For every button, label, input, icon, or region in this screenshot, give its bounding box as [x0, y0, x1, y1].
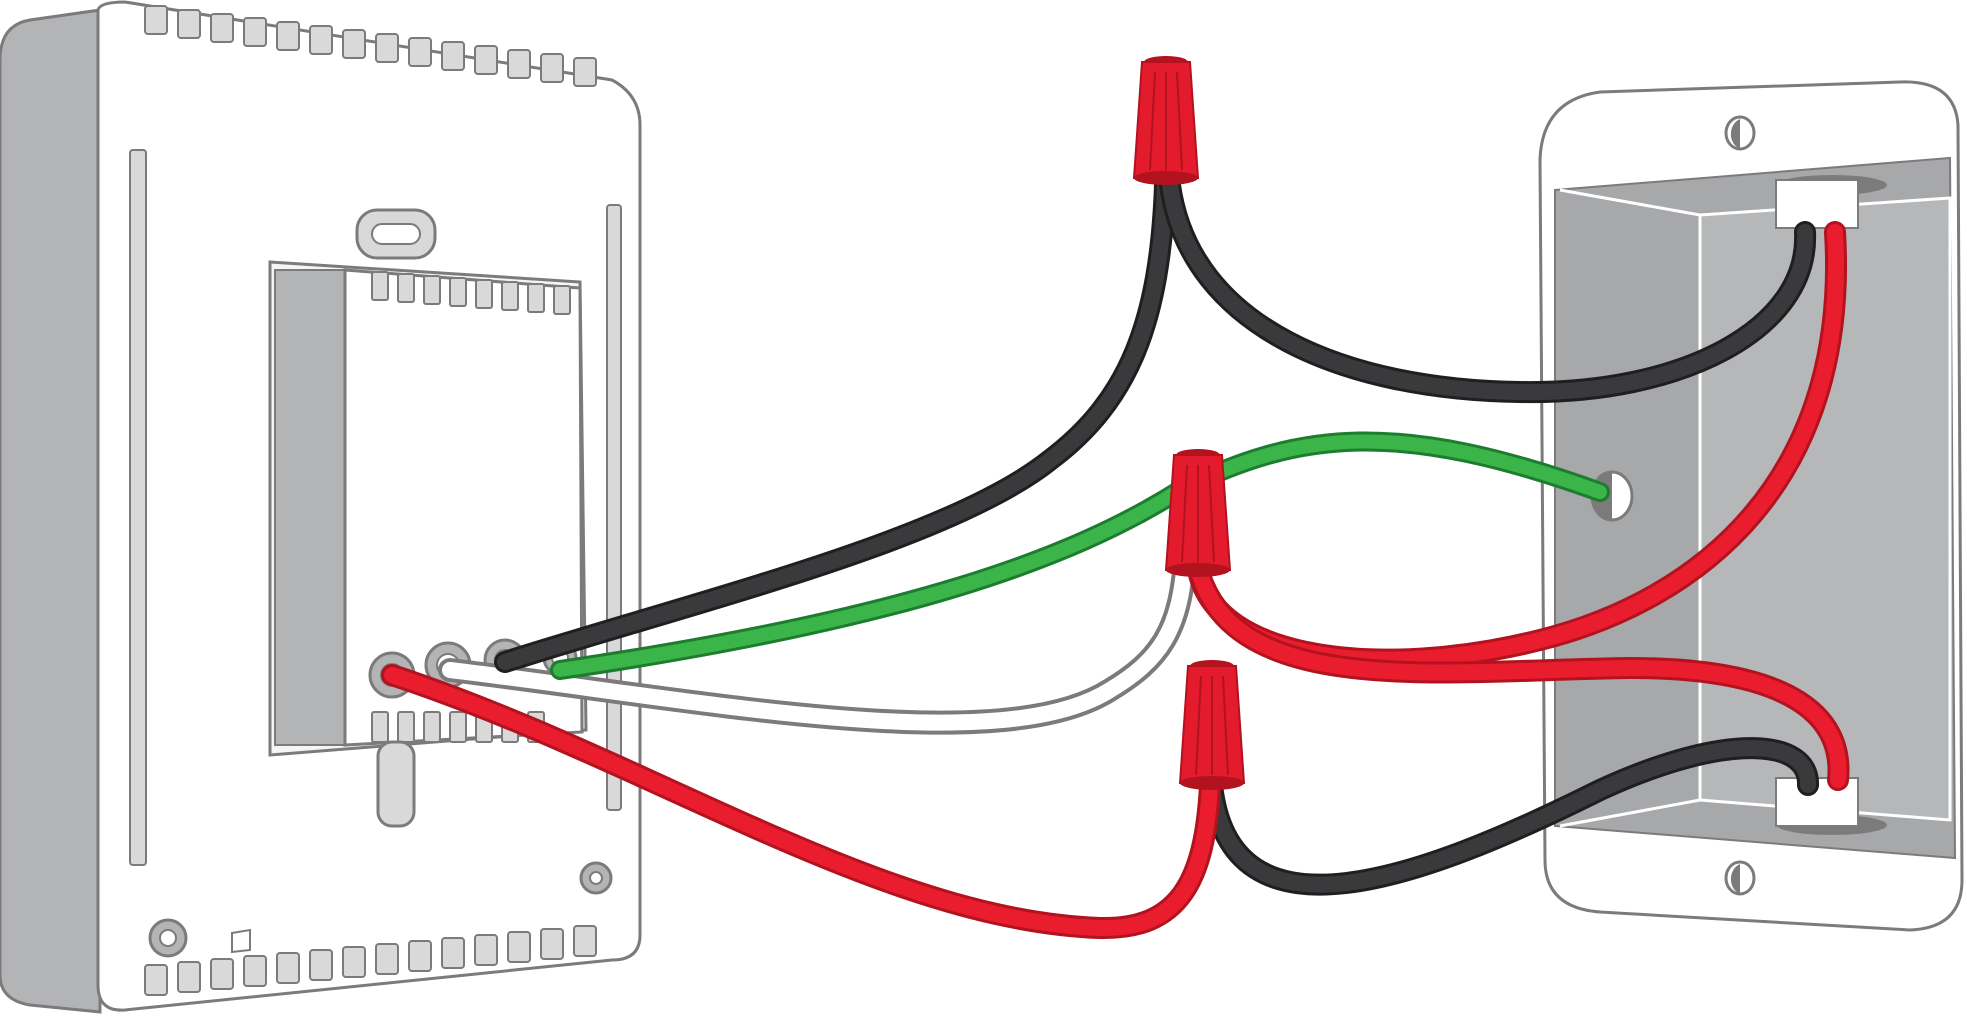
- left-slot: [129, 149, 147, 866]
- cutout-mark: [231, 928, 251, 954]
- wire-white: [438, 548, 1197, 735]
- thermostat-side: [0, 8, 102, 1014]
- bottom-vent-tabs: [144, 925, 597, 996]
- wire-black-thermostat: [494, 174, 1176, 673]
- wire-red-lower: [1189, 564, 1850, 791]
- wires: [381, 174, 1850, 940]
- cable-clamp-top: [1775, 175, 1887, 229]
- mounting-plate-recess: [274, 269, 346, 746]
- top-vent-tabs: [144, 5, 597, 87]
- hanger-slot-inner: [371, 223, 421, 245]
- bottom-clip: [376, 740, 416, 828]
- right-slot: [606, 204, 622, 811]
- wall-box-edge-top: [1559, 188, 1701, 217]
- thermostat-backplate: [0, 0, 642, 1014]
- wire-black-line: [1159, 174, 1817, 404]
- wire-red-thermostat: [381, 664, 1221, 940]
- cable-clamp-bottom: [1775, 777, 1887, 835]
- wire-green-ground: [550, 431, 1610, 680]
- wire-nut-bottom: [1178, 660, 1246, 790]
- box-mount-holes: [1724, 115, 1756, 896]
- wire-nut-top: [1132, 56, 1200, 185]
- wire-nut-middle: [1164, 449, 1232, 577]
- wall-box-inner-wall: [1698, 196, 1952, 822]
- plate-top-tabs: [371, 271, 571, 315]
- wall-box-edge-bottom: [1559, 798, 1701, 828]
- wire-black-load: [1201, 737, 1819, 896]
